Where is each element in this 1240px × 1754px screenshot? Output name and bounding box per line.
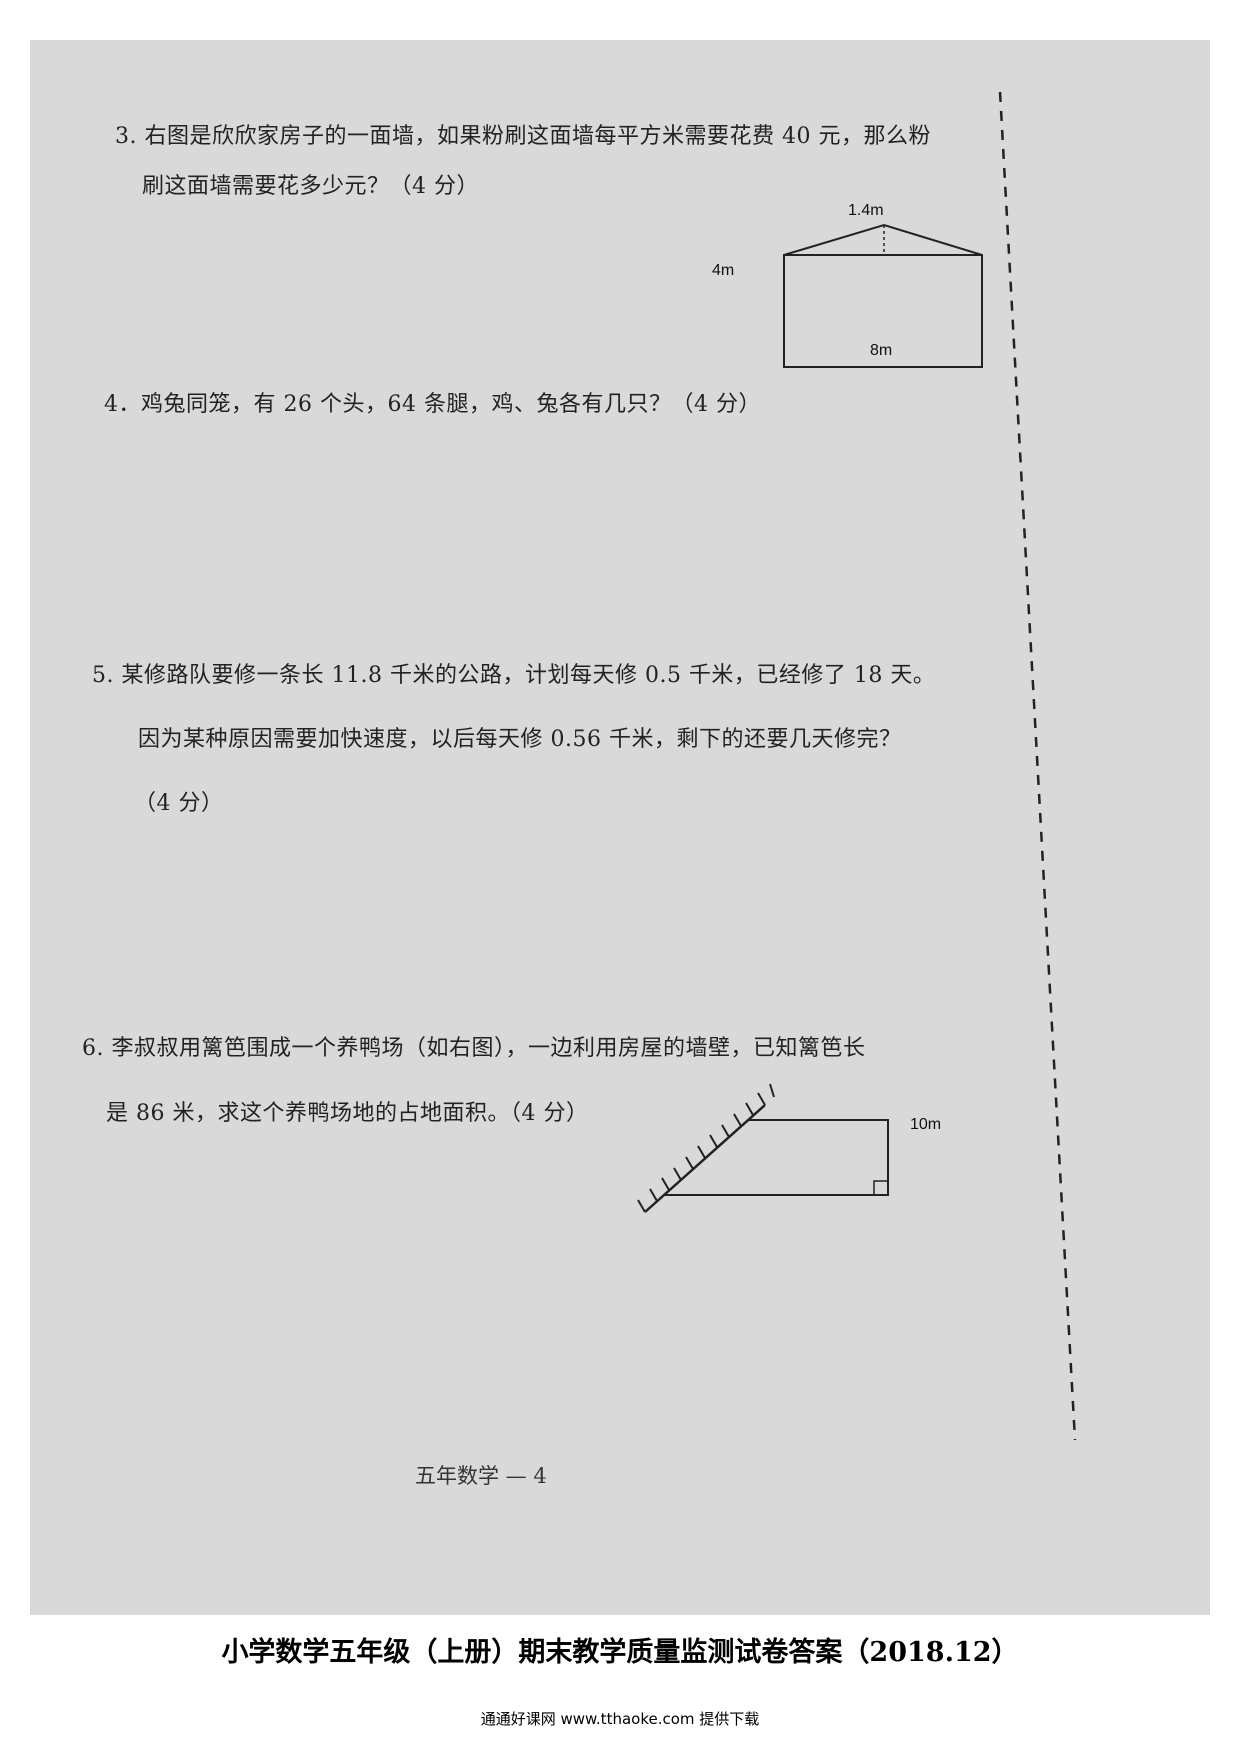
question-5-line-2: 因为某种原因需要加快速度，以后每天修 0.56 千米，剩下的还要几天修完？ xyxy=(138,727,902,752)
house-wall-figure xyxy=(783,223,983,368)
page-number-footer: 五年数学 — 4 xyxy=(415,1464,547,1488)
question-5-line-3: （4 分） xyxy=(134,791,224,816)
wall-height-label: 4m xyxy=(712,262,735,279)
question-3-line-1: 3. 右图是欣欣家房子的一面墙，如果粉刷这面墙每平方米需要花费 40 元，那么粉 xyxy=(115,124,931,149)
source-credit: 通通好课网 www.tthaoke.com 提供下载 xyxy=(480,1710,760,1728)
question-6-line-2: 是 86 米，求这个养鸭场地的占地面积。（4 分） xyxy=(106,1101,589,1126)
question-4-line-1: 4．鸡兔同笼，有 26 个头，64 条腿，鸡、兔各有几只？（4 分） xyxy=(104,392,761,417)
scanned-exam-page: 3. 右图是欣欣家房子的一面墙，如果粉刷这面墙每平方米需要花费 40 元，那么粉… xyxy=(30,40,1210,1615)
wall-width-label: 8m xyxy=(870,342,893,359)
question-6-line-1: 6. 李叔叔用篱笆围成一个养鸭场（如右图），一边利用房屋的墙壁，已知篱笆长 xyxy=(82,1036,866,1061)
roof-height-label: 1.4m xyxy=(848,202,884,219)
duck-yard-figure xyxy=(637,1083,889,1213)
cut-dashed-line xyxy=(998,91,1077,1441)
yard-height-label: 10m xyxy=(910,1116,942,1133)
question-3-line-2: 刷这面墙需要花多少元？（4 分） xyxy=(142,174,479,199)
answer-title: 小学数学五年级（上册）期末教学质量监测试卷答案（2018.12） xyxy=(221,1637,1019,1668)
question-5-line-1: 5. 某修路队要修一条长 11.8 千米的公路，计划每天修 0.5 千米，已经修… xyxy=(92,663,936,688)
